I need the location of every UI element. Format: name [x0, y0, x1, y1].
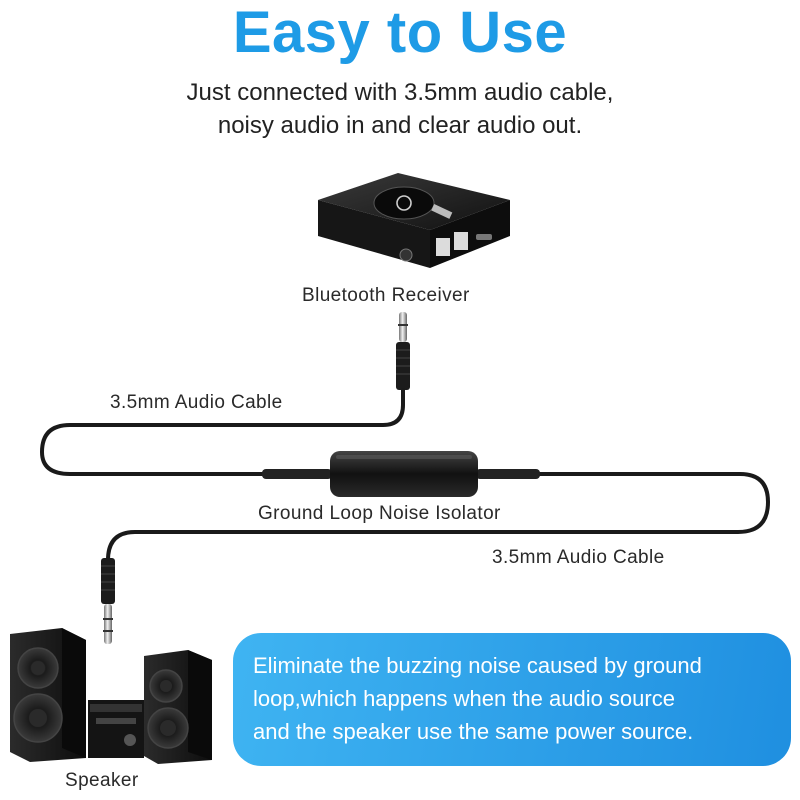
bluetooth-receiver-device	[318, 173, 510, 268]
isolator-label: Ground Loop Noise Isolator	[258, 503, 501, 524]
speaker-system	[10, 628, 212, 764]
cable-top-label: 3.5mm Audio Cable	[110, 392, 283, 413]
subtitle: Just connected with 3.5mm audio cable, n…	[0, 76, 800, 142]
ground-loop-isolator-device	[262, 451, 540, 497]
top-audio-plug	[396, 312, 410, 390]
info-callout: Eliminate the buzzing noise caused by gr…	[233, 633, 791, 766]
cable-bottom-label: 3.5mm Audio Cable	[492, 547, 665, 568]
power-icon	[396, 195, 412, 211]
callout-line-3: and the speaker use the same power sourc…	[253, 719, 694, 744]
receiver-label: Bluetooth Receiver	[302, 285, 470, 306]
subtitle-line-1: Just connected with 3.5mm audio cable,	[186, 79, 614, 106]
audio-cable	[39, 388, 771, 562]
bottom-audio-plug	[101, 558, 115, 644]
callout-line-1: Eliminate the buzzing noise caused by gr…	[253, 653, 702, 678]
subtitle-line-2: noisy audio in and clear audio out.	[217, 112, 583, 139]
speaker-label: Speaker	[65, 770, 139, 791]
page-title: Easy to Use	[232, 0, 568, 65]
callout-line-2: loop,which happens when the audio source	[253, 686, 675, 711]
